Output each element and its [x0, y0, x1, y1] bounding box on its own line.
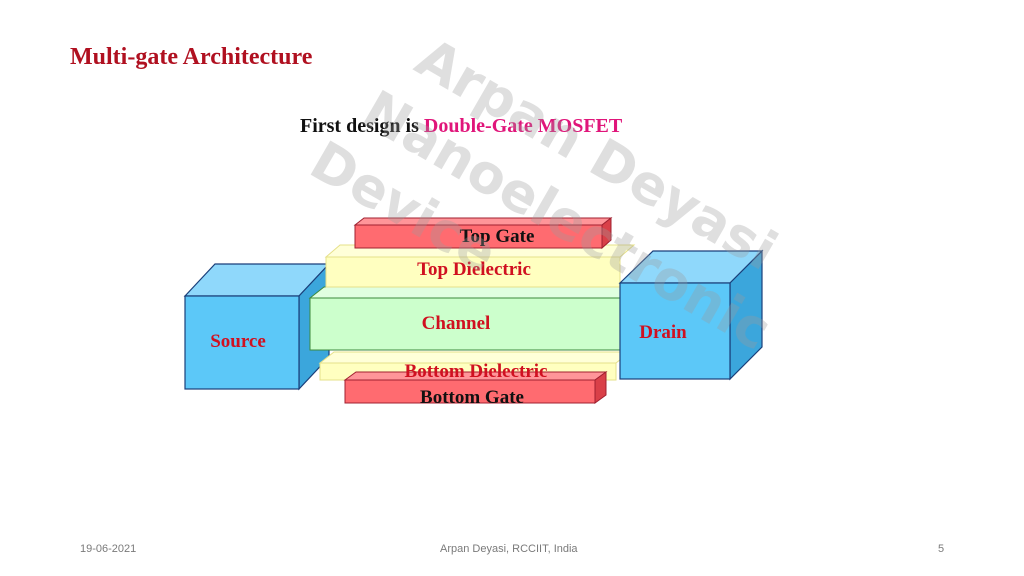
channel-layer — [308, 286, 642, 351]
bottom-gate-label: Bottom Gate — [420, 387, 524, 408]
top-gate-layer — [353, 216, 613, 250]
source-label: Source — [210, 331, 266, 352]
footer-page-number: 5 — [938, 543, 945, 555]
source-block — [183, 262, 331, 391]
drain-block — [618, 249, 764, 381]
footer-author: Arpan Deyasi, RCCIIT, India — [440, 543, 578, 555]
bottom-dielectric-label: Bottom Dielectric — [405, 361, 548, 382]
footer-date: 19-06-2021 — [80, 543, 137, 555]
subtitle-prefix: First design is — [300, 115, 424, 137]
channel-label: Channel — [422, 313, 491, 334]
slide-subtitle: First design is Double-Gate MOSFET — [300, 115, 622, 138]
drain-label: Drain — [639, 322, 687, 343]
slide-title: Multi-gate Architecture — [70, 44, 313, 70]
subtitle-highlight: Double-Gate MOSFET — [423, 115, 623, 137]
top-gate-label: Top Gate — [460, 226, 535, 247]
top-dielectric-label: Top Dielectric — [417, 259, 531, 280]
bottom-gate-layer — [343, 371, 608, 404]
